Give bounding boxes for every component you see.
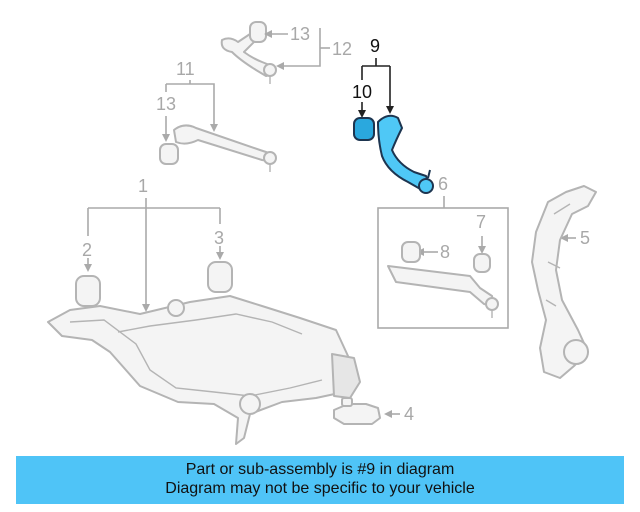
callout-3: 3 xyxy=(214,228,224,248)
info-banner: Part or sub-assembly is #9 in diagram Di… xyxy=(16,456,624,504)
upper-arm-11 xyxy=(159,124,277,172)
callout-7: 7 xyxy=(476,212,486,232)
callout-12: 12 xyxy=(332,39,352,59)
lower-arm-6 xyxy=(387,241,499,318)
callout-5: 5 xyxy=(580,228,590,248)
callout-6: 6 xyxy=(438,174,448,194)
callout-9: 9 xyxy=(370,36,380,56)
callout-13-mid: 13 xyxy=(156,94,176,114)
callout-2: 2 xyxy=(82,240,92,260)
parts-diagram: 13 12 11 13 9 10 6 7 8 xyxy=(47,21,597,445)
callout-8: 8 xyxy=(440,242,450,262)
crossmember-1 xyxy=(47,261,361,445)
banner-line-1: Part or sub-assembly is #9 in diagram xyxy=(185,461,455,478)
callout-10: 10 xyxy=(352,82,372,102)
callout-4: 4 xyxy=(404,404,414,424)
banner-line-2: Diagram may not be specific to your vehi… xyxy=(165,480,475,497)
upper-link-12 xyxy=(220,21,277,84)
highlighted-arm-9 xyxy=(353,114,434,194)
subassembly-box-6 xyxy=(377,207,509,329)
callout-1: 1 xyxy=(138,176,148,196)
steering-knuckle-5 xyxy=(531,185,597,379)
bracket-4 xyxy=(333,397,381,425)
callout-11: 11 xyxy=(176,59,195,79)
callout-13-top: 13 xyxy=(290,24,310,44)
